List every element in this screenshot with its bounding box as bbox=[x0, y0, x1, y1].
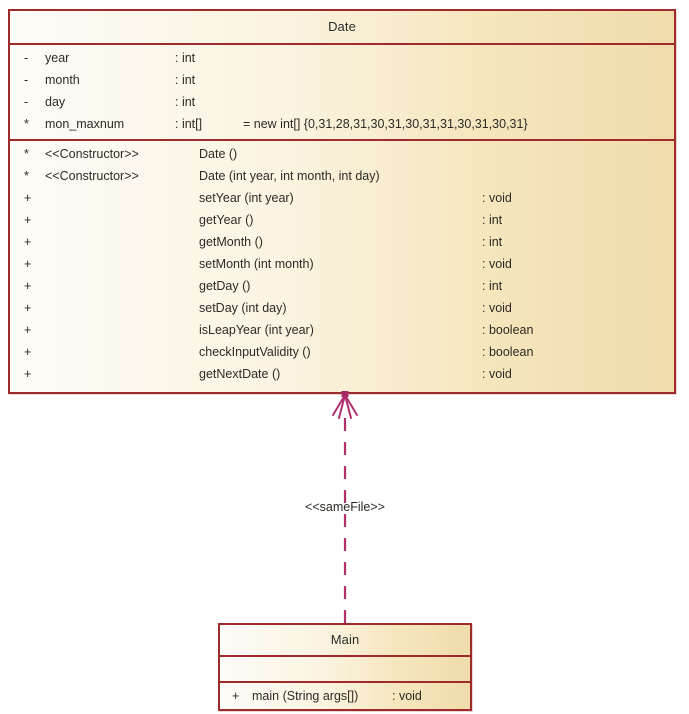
method-return-type: : boolean bbox=[482, 323, 534, 337]
class-method-row[interactable]: + isLeapYear (int year) : boolean bbox=[10, 319, 674, 341]
method-return-type: : void bbox=[482, 257, 512, 271]
method-visibility-marker: + bbox=[24, 191, 32, 205]
attribute-default-value: = new int[] {0,31,28,31,30,31,30,31,31,3… bbox=[243, 117, 528, 131]
class-methods-compartment-main: + main (String args[]) : void bbox=[220, 681, 470, 709]
method-visibility-marker: + bbox=[24, 323, 32, 337]
method-return-type: : int bbox=[482, 235, 503, 249]
method-signature: setMonth (int month) bbox=[199, 257, 314, 271]
attribute-visibility-marker: * bbox=[24, 117, 29, 131]
method-signature: getYear () bbox=[199, 213, 254, 227]
class-name-date: Date bbox=[328, 19, 356, 34]
method-signature: getDay () bbox=[199, 279, 251, 293]
method-visibility-marker: + bbox=[24, 279, 32, 293]
method-visibility-marker: + bbox=[232, 689, 240, 703]
attribute-name: day bbox=[45, 95, 66, 109]
method-visibility-marker: * bbox=[24, 169, 29, 183]
class-method-row[interactable]: + getYear () : int bbox=[10, 209, 674, 231]
class-method-row[interactable]: + setDay (int day) : void bbox=[10, 297, 674, 319]
class-method-row[interactable]: + getNextDate () : void bbox=[10, 363, 674, 385]
method-signature: getNextDate () bbox=[199, 367, 281, 381]
class-box-date[interactable]: Date - year : int - month : int - day : int * mon_… bbox=[8, 9, 676, 394]
method-return-type: : int bbox=[482, 213, 503, 227]
method-signature: main (String args[]) bbox=[252, 689, 359, 703]
class-methods-compartment-date: * <<Constructor>> Date () * <<Constructor>> D… bbox=[10, 139, 674, 390]
class-method-row[interactable]: * <<Constructor>> Date () bbox=[10, 143, 674, 165]
method-signature: setDay (int day) bbox=[199, 301, 287, 315]
class-title-compartment-date: Date bbox=[10, 11, 674, 43]
method-return-type: : int bbox=[482, 279, 503, 293]
attribute-type: : int bbox=[175, 95, 196, 109]
method-visibility-marker: + bbox=[24, 301, 32, 315]
class-method-row[interactable]: + setMonth (int month) : void bbox=[10, 253, 674, 275]
dependency-label-samefile: <<sameFile>> bbox=[305, 500, 385, 514]
class-method-row[interactable]: + main (String args[]) : void bbox=[220, 685, 470, 707]
method-signature: isLeapYear (int year) bbox=[199, 323, 314, 337]
method-return-type: : void bbox=[482, 191, 512, 205]
attribute-visibility-marker: - bbox=[24, 95, 29, 109]
attribute-visibility-marker: - bbox=[24, 51, 29, 65]
method-stereotype: <<Constructor>> bbox=[45, 147, 139, 161]
class-title-compartment-main: Main bbox=[220, 625, 470, 655]
method-visibility-marker: + bbox=[24, 257, 32, 271]
class-attributes-compartment-main bbox=[220, 655, 470, 681]
method-visibility-marker: + bbox=[24, 367, 32, 381]
method-return-type: : boolean bbox=[482, 345, 534, 359]
attribute-type: : int bbox=[175, 51, 196, 65]
method-signature: getMonth () bbox=[199, 235, 263, 249]
method-visibility-marker: + bbox=[24, 345, 32, 359]
method-return-type: : void bbox=[482, 301, 512, 315]
method-stereotype: <<Constructor>> bbox=[45, 169, 139, 183]
class-method-row[interactable]: + getDay () : int bbox=[10, 275, 674, 297]
dependency-arrowhead bbox=[332, 394, 358, 419]
class-method-row[interactable]: + checkInputValidity () : boolean bbox=[10, 341, 674, 363]
method-visibility-marker: * bbox=[24, 147, 29, 161]
class-name-main: Main bbox=[330, 632, 360, 647]
class-attribute-row[interactable]: - month : int bbox=[10, 69, 674, 91]
class-method-row[interactable]: + getMonth () : int bbox=[10, 231, 674, 253]
attribute-type: : int bbox=[175, 73, 196, 87]
class-attributes-compartment-date: - year : int - month : int - day : int * mon_maxnu… bbox=[10, 43, 674, 139]
method-visibility-marker: + bbox=[24, 235, 32, 249]
method-return-type: : void bbox=[482, 367, 512, 381]
class-attribute-row[interactable]: - day : int bbox=[10, 91, 674, 113]
attribute-name: mon_maxnum bbox=[45, 117, 125, 131]
method-visibility-marker: + bbox=[24, 213, 32, 227]
method-signature: Date () bbox=[199, 147, 238, 161]
class-method-row[interactable]: + setYear (int year) : void bbox=[10, 187, 674, 209]
method-signature: checkInputValidity () bbox=[199, 345, 311, 359]
class-attribute-row[interactable]: - year : int bbox=[10, 47, 674, 69]
class-method-row[interactable]: * <<Constructor>> Date (int year, int mont… bbox=[10, 165, 674, 187]
attribute-name: month bbox=[45, 73, 80, 87]
class-attribute-row[interactable]: * mon_maxnum : int[] = new int[] {0,31,28,3… bbox=[10, 113, 674, 135]
attribute-visibility-marker: - bbox=[24, 73, 29, 87]
method-return-type: : void bbox=[392, 689, 422, 703]
method-signature: setYear (int year) bbox=[199, 191, 294, 205]
attribute-name: year bbox=[45, 51, 70, 65]
class-box-main[interactable]: Main + main (String args[]) : void bbox=[218, 623, 472, 711]
attribute-type: : int[] bbox=[175, 117, 203, 131]
method-signature: Date (int year, int month, int day) bbox=[199, 169, 380, 183]
